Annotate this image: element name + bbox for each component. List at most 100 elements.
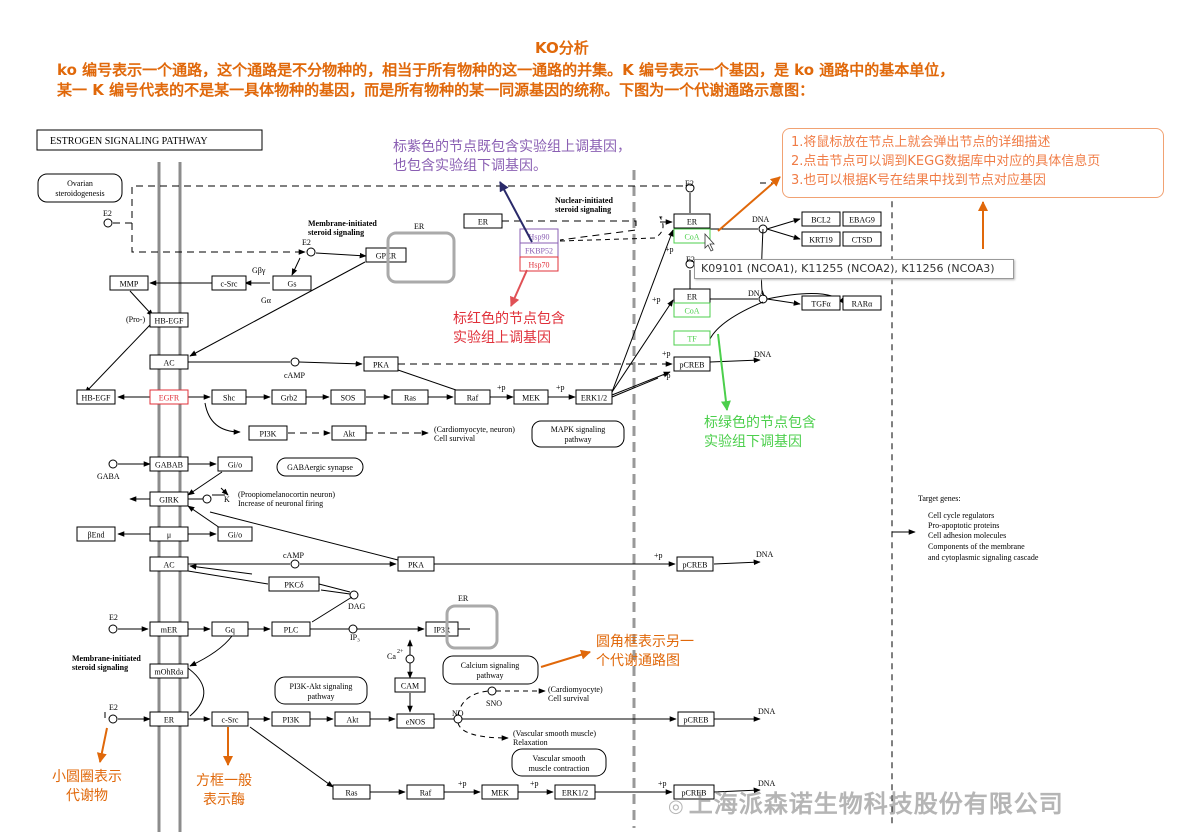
node-pka[interactable]: PKA — [397, 556, 435, 572]
node-er[interactable]: ER — [673, 288, 711, 304]
node-label: ER — [478, 218, 489, 227]
green-node-note: 标绿色的节点包含实验组下调基因 — [704, 415, 816, 450]
node-pcreb[interactable]: pCREB — [673, 356, 711, 372]
node-pcreb[interactable]: pCREB — [673, 784, 715, 800]
er-compartment — [445, 604, 499, 650]
node-csrc[interactable]: c-Src — [211, 711, 249, 727]
node-ras[interactable]: Ras — [391, 389, 429, 405]
node-gabab[interactable]: GABAB — [149, 456, 189, 472]
node-label: Raf — [467, 394, 479, 403]
metabolites — [103, 183, 695, 724]
node-er[interactable]: ER — [673, 213, 711, 229]
svg-text:GABAergic synapse: GABAergic synapse — [287, 463, 353, 472]
node-ip3r[interactable]: IP3R — [425, 621, 459, 637]
svg-text:DNA: DNA — [758, 707, 776, 716]
red-node-note: 标红色的节点包含实验组上调基因 — [453, 311, 565, 346]
node-mek[interactable]: MEK — [481, 784, 519, 800]
node-krt19[interactable]: KRT19 — [801, 231, 841, 247]
node-label: Gi/o — [228, 531, 242, 540]
node-plc[interactable]: PLC — [271, 621, 311, 637]
node-label: ER — [687, 293, 698, 302]
node-tooltip: K09101 (NCOA1), K11255 (NCOA2), K11256 (… — [694, 259, 1014, 279]
node-pcreb[interactable]: pCREB — [676, 556, 714, 572]
node-pka[interactable]: PKA — [363, 356, 399, 372]
node-rara[interactable]: RARα — [842, 295, 882, 311]
node-bcl2[interactable]: BCL2 — [801, 211, 841, 227]
svg-text:Cell adhesion molecules: Cell adhesion molecules — [928, 531, 1006, 540]
node-hbegf[interactable]: HB-EGF — [76, 389, 116, 405]
svg-text:2+: 2+ — [397, 649, 404, 655]
node-coa[interactable]: CoA — [673, 228, 711, 244]
node-pi3k[interactable]: PI3K — [248, 425, 288, 441]
svg-text:Gα: Gα — [261, 296, 272, 305]
node-ac[interactable]: AC — [149, 354, 189, 370]
node-mohrda[interactable]: mOhRda — [149, 663, 189, 679]
node-gs[interactable]: Gs — [272, 275, 312, 291]
gabaergic-synapse-map[interactable]: GABAergic synapse — [276, 457, 364, 477]
node-fkbp52[interactable]: FKBP52 — [519, 242, 559, 258]
node-label: MEK — [522, 394, 540, 403]
node-gio[interactable]: Gi/o — [217, 526, 253, 542]
node-ac[interactable]: AC — [149, 556, 189, 572]
node-label: pCREB — [684, 716, 709, 725]
node-enos[interactable]: eNOS — [396, 713, 435, 729]
node-coa[interactable]: CoA — [673, 302, 711, 318]
node-akt[interactable]: Akt — [331, 425, 367, 441]
node-label: Akt — [343, 430, 356, 439]
svg-text:+p: +p — [662, 349, 671, 358]
node-ras[interactable]: Ras — [332, 784, 371, 800]
node-mmp[interactable]: MMP — [109, 275, 149, 291]
svg-text:DNA: DNA — [754, 350, 772, 359]
node-raf[interactable]: Raf — [406, 784, 445, 800]
node-cam[interactable]: CAM — [394, 677, 426, 693]
svg-text:E2: E2 — [302, 238, 311, 247]
ovarian-steroidogenesis-map[interactable]: Ovarian steroidogenesis — [37, 173, 123, 203]
node-ctsd[interactable]: CTSD — [842, 231, 882, 247]
node-shc[interactable]: Shc — [211, 389, 247, 405]
node-gio[interactable]: Gi/o — [217, 456, 253, 472]
node-label: BCL2 — [811, 216, 831, 225]
node-pkcd[interactable]: PKCδ — [268, 576, 320, 592]
node-raf[interactable]: Raf — [454, 389, 491, 405]
node-tf[interactable]: TF — [673, 330, 711, 346]
node-pcreb[interactable]: pCREB — [677, 711, 715, 727]
node-akt[interactable]: Akt — [334, 711, 371, 727]
node-erk[interactable]: ERK1/2 — [554, 784, 596, 800]
pi3k-akt-signaling-map[interactable]: PI3K-Akt signaling pathway — [274, 676, 368, 705]
svg-text:Target genes:: Target genes: — [918, 494, 961, 503]
node-sos[interactable]: SOS — [330, 389, 366, 405]
node-mer[interactable]: mER — [149, 621, 189, 637]
node-er[interactable]: ER — [463, 213, 503, 229]
node-gper[interactable]: GPER — [365, 247, 407, 263]
node-egfr[interactable]: EGFR — [149, 389, 189, 405]
svg-text:Ca: Ca — [387, 652, 396, 661]
node-mek[interactable]: MEK — [513, 389, 549, 405]
mapk-signaling-map[interactable]: MAPK signaling pathway — [531, 420, 625, 448]
node-hbegf[interactable]: HB-EGF — [149, 312, 189, 328]
svg-text:DNA: DNA — [748, 289, 766, 298]
node-girk[interactable]: GIRK — [149, 491, 189, 507]
node-bend[interactable]: βEnd — [76, 526, 116, 542]
node-grb2[interactable]: Grb2 — [271, 389, 307, 405]
node-label: Shc — [223, 394, 235, 403]
node-hsp70[interactable]: Hsp70 — [519, 256, 559, 272]
node-label: PLC — [284, 626, 299, 635]
node-label: PI3K — [260, 430, 277, 439]
calcium-signaling-map[interactable]: Calcium signaling pathway — [442, 655, 539, 685]
node-label: TGFα — [811, 300, 831, 309]
node-label: ERK1/2 — [581, 394, 607, 403]
node-gq[interactable]: Gq — [211, 621, 249, 637]
vascular-smooth-muscle-map[interactable]: Vascular smooth muscle contraction — [511, 748, 607, 777]
node-csrc[interactable]: c-Src — [211, 275, 247, 291]
svg-text:+p: +p — [497, 383, 506, 392]
er-compartment — [386, 231, 456, 284]
node-ebag9[interactable]: EBAG9 — [842, 211, 882, 227]
node-mu[interactable]: μ — [149, 526, 189, 542]
node-label: mER — [161, 626, 178, 635]
svg-text:ESTROGEN SIGNALING PATHWAY: ESTROGEN SIGNALING PATHWAY — [50, 136, 208, 147]
node-label: c-Src — [221, 280, 238, 289]
node-pi3k[interactable]: PI3K — [271, 711, 311, 727]
node-tgfa[interactable]: TGFα — [801, 295, 841, 311]
node-erk[interactable]: ERK1/2 — [575, 389, 613, 405]
node-er[interactable]: ER — [149, 711, 189, 727]
